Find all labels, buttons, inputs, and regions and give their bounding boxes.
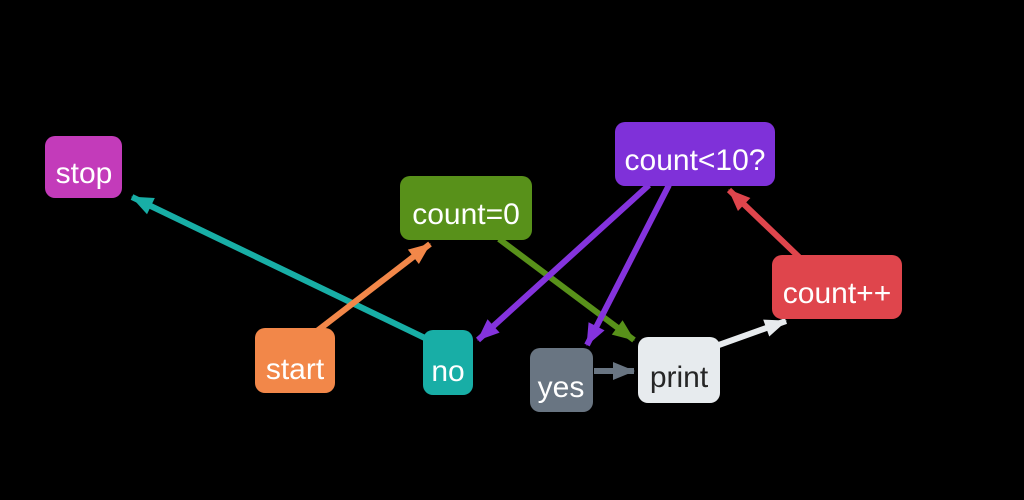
node-count0-box [400, 176, 532, 240]
edge-count0-to-print [497, 236, 636, 343]
node-stop-label: stop [56, 157, 113, 190]
node-stop: stop [45, 136, 122, 198]
edge-countpp-to-cond [726, 187, 802, 260]
node-print-label: print [650, 361, 709, 394]
node-countpp-label: count++ [783, 277, 891, 310]
node-count0-label: count=0 [412, 198, 520, 231]
node-yes: yes [530, 348, 593, 412]
node-no: no [423, 330, 473, 395]
edge-cond-to-yes [584, 183, 672, 347]
node-start-label: start [266, 353, 325, 386]
node-start: start [255, 328, 335, 393]
node-print: print [638, 337, 720, 403]
edge-print-to-countpp [714, 318, 788, 349]
node-no-box [423, 330, 473, 395]
edge-cond-to-no [475, 182, 652, 343]
node-countpp-box [772, 255, 902, 319]
edge-start-to-count0 [315, 241, 432, 334]
node-yes-box [530, 348, 593, 412]
node-cond-label: count<10? [625, 144, 766, 177]
node-print-box [638, 337, 720, 403]
node-no-label: no [431, 355, 464, 388]
node-cond-box [615, 122, 775, 186]
node-countpp: count++ [772, 255, 902, 319]
node-start-box [255, 328, 335, 393]
node-yes-label: yes [538, 371, 585, 404]
node-cond: count<10? [615, 122, 775, 186]
node-count0: count=0 [400, 176, 532, 240]
edge-no-to-stop [130, 194, 431, 343]
node-stop-box [45, 136, 122, 198]
